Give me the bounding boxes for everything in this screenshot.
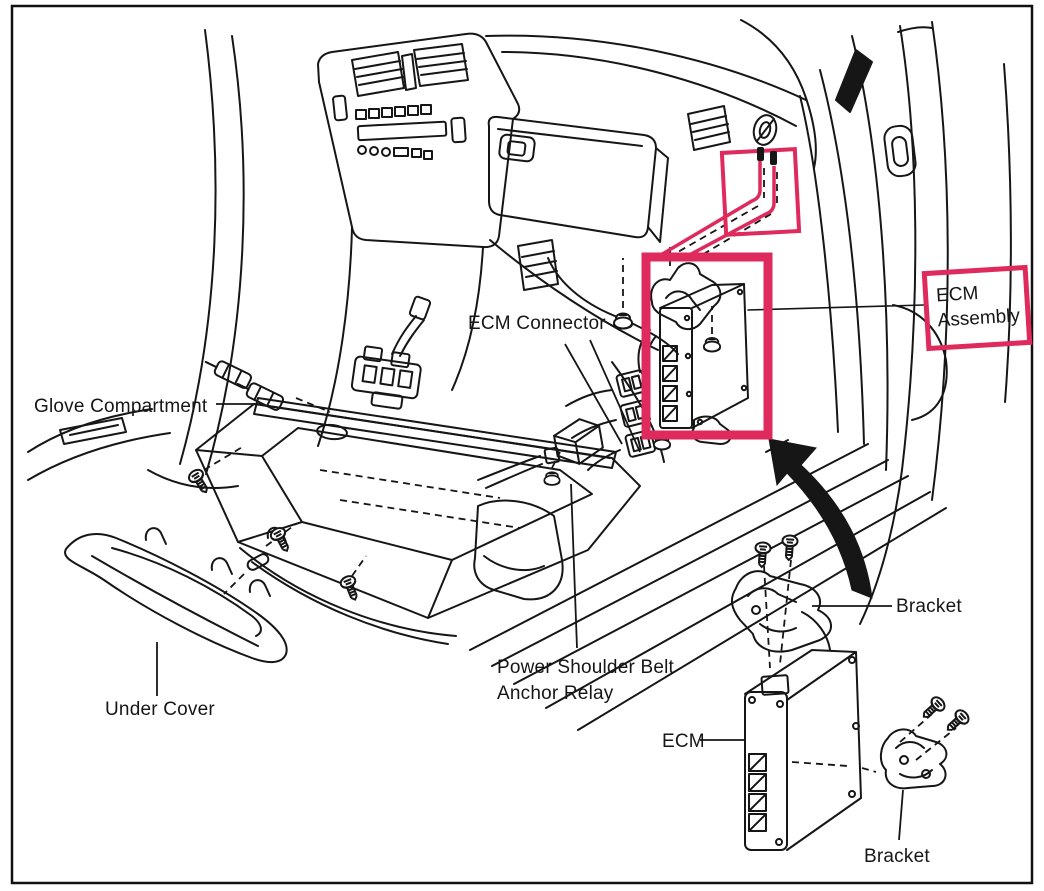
dashboard-group: [27, 19, 1012, 731]
label-bracket-lower: Bracket: [864, 846, 930, 867]
ecm-assembly-line2: Assembly: [937, 305, 1021, 332]
label-under-cover: Under Cover: [105, 699, 215, 720]
wire-terminal: [757, 147, 764, 161]
connector-relay-group: [477, 329, 657, 489]
label-ecm-connector: ECM Connector: [468, 313, 606, 334]
location-arrow: [768, 438, 873, 599]
ecm-in-dash-group: [650, 262, 925, 445]
wire-terminal: [770, 151, 777, 165]
label-relay-line1: Power Shoulder Belt: [497, 657, 675, 678]
ecm-assembly-callout: ECM Assembly: [921, 264, 1033, 352]
ecm-highlight-box: [641, 252, 773, 440]
label-relay-line2: Anchor Relay: [497, 683, 614, 704]
glove-compartment-group: [195, 391, 641, 645]
label-ecm: ECM: [662, 731, 705, 752]
label-bracket-upper: Bracket: [896, 596, 962, 617]
highlight-group: [641, 147, 802, 440]
label-glove-compartment: Glove Compartment: [34, 396, 208, 417]
harness-group: [204, 295, 432, 411]
under-cover-group: [64, 527, 288, 664]
leader-lines-group: [156, 339, 904, 841]
ecm-detail-group: [730, 570, 948, 851]
label-relay: Power Shoulder Belt Anchor Relay: [497, 655, 674, 707]
